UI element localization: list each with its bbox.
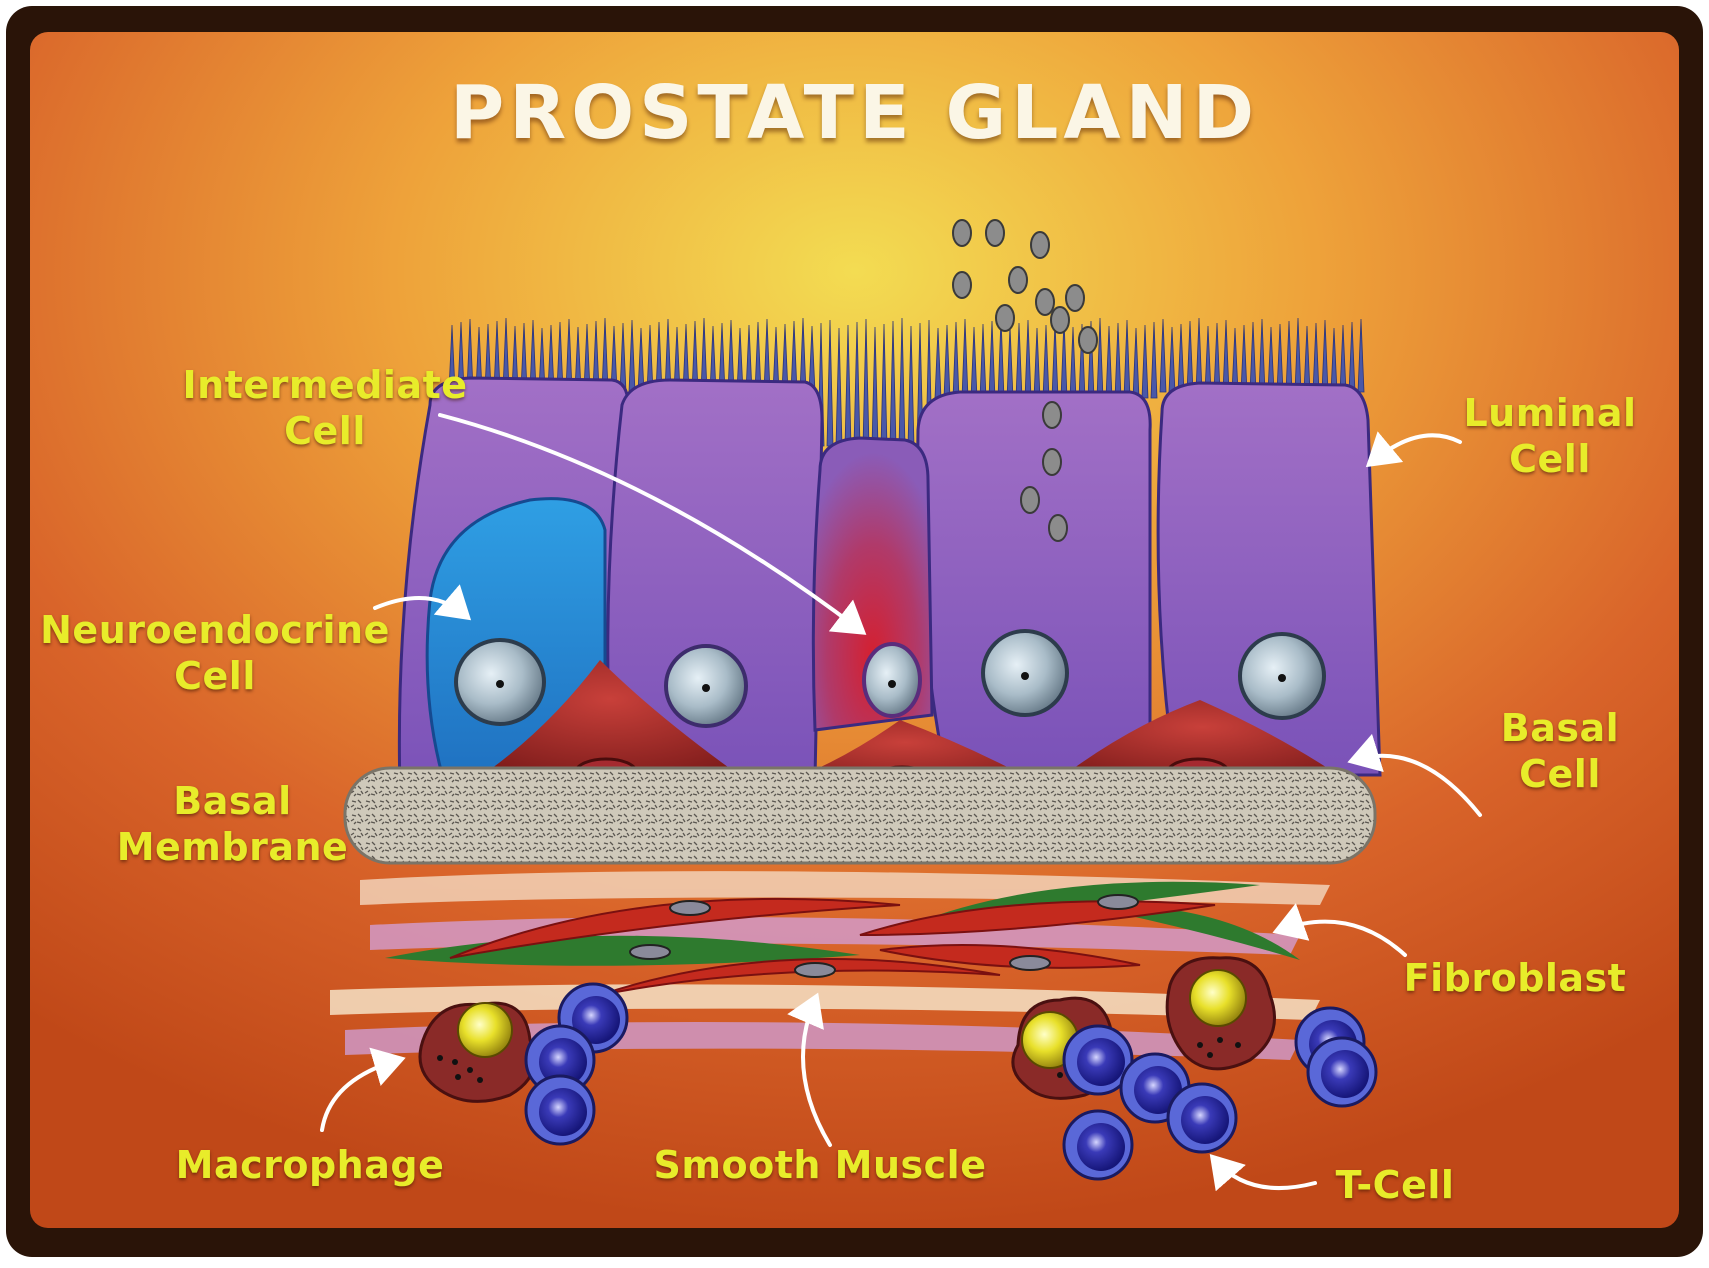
label-smooth-muscle: Smooth Muscle: [653, 1143, 987, 1187]
secretory-granule: [985, 219, 1005, 247]
smooth-muscle-2: [859, 900, 1216, 936]
label-luminal-cell: Luminal Cell: [1463, 391, 1637, 482]
secretory-granule: [1048, 514, 1068, 542]
fibroblast-3: [1080, 904, 1300, 960]
arrow-neuroendocrine-cell: [373, 584, 472, 621]
secretory-granule: [952, 219, 972, 247]
secretory-granule: [1008, 266, 1028, 294]
secretory-granule: [1042, 401, 1062, 429]
arrow-macrophage: [320, 1047, 406, 1132]
diagram-title: PROSTATE GLAND: [450, 70, 1259, 156]
smooth-muscle-4: [879, 944, 1141, 969]
secretory-granule: [1078, 326, 1098, 354]
arrow-t-cell: [1209, 1153, 1317, 1192]
t-cell: [1062, 1024, 1134, 1096]
secretory-granule: [952, 271, 972, 299]
label-macrophage: Macrophage: [175, 1143, 445, 1187]
arrow-luminal-cell: [1365, 431, 1462, 468]
arrow-fibroblast: [1272, 903, 1407, 957]
arrow-basal-cell: [1347, 733, 1482, 817]
t-cell: [524, 1074, 596, 1146]
cell-nuclei: [454, 629, 1326, 728]
basal-cell-1: [460, 660, 760, 790]
secretory-granule: [1020, 486, 1040, 514]
label-neuroendocrine-cell: Neuroendocrine Cell: [40, 608, 390, 699]
secretory-granule: [1065, 284, 1085, 312]
secretory-granule: [995, 304, 1015, 332]
label-arrows: [320, 413, 1482, 1192]
label-t-cell: T-Cell: [1335, 1163, 1455, 1207]
macrophage-1: [418, 1001, 536, 1103]
arrow-smooth-muscle: [787, 992, 832, 1147]
smooth-muscle-3: [599, 958, 1001, 996]
secretory-granule: [1035, 288, 1055, 316]
t-cell: [1166, 1082, 1238, 1154]
t-cell: [1062, 1109, 1134, 1181]
macrophage-3: [1165, 956, 1276, 1071]
t-cell: [1306, 1036, 1378, 1108]
t-cells: [524, 982, 1378, 1181]
secretory-granule: [1030, 231, 1050, 259]
label-intermediate-cell: Intermediate Cell: [182, 363, 468, 454]
secretory-granules: [952, 219, 1098, 542]
label-fibroblast: Fibroblast: [1403, 956, 1627, 1000]
label-basal-cell: Basal Cell: [1500, 706, 1620, 797]
basal-membrane: [343, 766, 1377, 865]
secretory-granule: [1050, 306, 1070, 334]
secretory-granule: [1042, 448, 1062, 476]
label-basal-membrane: Basal Membrane: [116, 779, 349, 870]
smooth-muscle-cells: [449, 894, 1216, 996]
arrow-intermediate-cell: [438, 413, 867, 635]
